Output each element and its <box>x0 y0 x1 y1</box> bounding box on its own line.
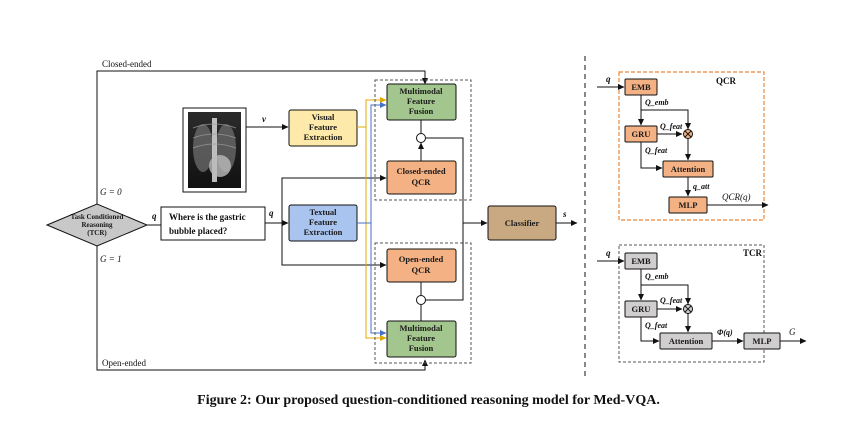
tcr-attention-label: Attention <box>669 336 704 346</box>
tcr-output-label: G <box>789 327 796 337</box>
qcr-gru-to-attention <box>640 142 663 171</box>
tcr-diamond-line2: Reasoning <box>81 221 113 229</box>
visual-to-mm-top-line <box>357 97 387 128</box>
qcr-input-label: q <box>606 74 611 84</box>
qcr-attention-label: Attention <box>671 164 706 174</box>
fusion-node-bottom <box>416 295 426 305</box>
question-text-line1: Where is the gastric <box>169 212 246 222</box>
classifier-label: Classifier <box>505 218 540 228</box>
tcr-input-label: q <box>606 248 611 258</box>
mm-fusion-top: Multimodal Feature Fusion <box>386 83 457 121</box>
qcr-q-feat-a-label: Q_feat <box>660 122 683 131</box>
qcr-q-att-label: q_att <box>693 182 710 191</box>
qcr-mlp-label: MLP <box>679 200 698 210</box>
mm-top-line3: Fusion <box>409 106 434 116</box>
textual-line2: Feature <box>309 217 337 227</box>
open-ended-path: Open-ended <box>96 246 428 371</box>
question-box: Where is the gastric bubble placed? <box>160 206 266 241</box>
closed-qcr-line1: Closed-ended <box>396 166 445 176</box>
visual-line3: Extraction <box>304 132 343 142</box>
open-qcr-line2: QCR <box>412 265 432 275</box>
s-label: s <box>562 209 567 219</box>
tcr-mult-icon <box>684 305 692 313</box>
open-ended-group <box>374 242 472 364</box>
qcr-detail-frame <box>618 71 765 221</box>
tcr-q-feat-a-label: Q_feat <box>660 296 683 305</box>
tcr-attention-box: Attention <box>659 332 713 350</box>
tcr-emb-box: EMB <box>624 252 658 270</box>
g0-label: G = 0 <box>100 187 122 197</box>
tcr-diamond-line3: (TCR) <box>87 229 107 237</box>
qcr-mult-icon <box>684 130 692 138</box>
qcr-emb-label: EMB <box>631 82 651 92</box>
tcr-gru-box: GRU <box>624 300 658 318</box>
q-label-left: q <box>152 211 157 221</box>
qcr-gru-box: GRU <box>624 125 658 143</box>
question-text-line2: bubble placed? <box>169 226 227 236</box>
node-bottom-to-classifier <box>425 223 464 301</box>
tcr-mlp-label: MLP <box>753 336 772 346</box>
v-label: v <box>262 114 267 124</box>
visual-line2: Feature <box>309 122 337 132</box>
qcr-emb-box: EMB <box>624 78 658 96</box>
node-top-to-classifier <box>425 137 464 223</box>
closed-ended-qcr: Closed-ended QCR <box>386 160 457 195</box>
qcr-mlp-box: MLP <box>668 196 708 214</box>
tcr-mlp-box: MLP <box>743 332 781 350</box>
tcr-q-feat-b-label: Q_feat <box>645 321 668 330</box>
xray-image <box>182 107 247 193</box>
tcr-q-emb-label: Q_emb <box>645 272 669 281</box>
visual-feature-extraction: Visual Feature Extraction <box>288 109 358 147</box>
open-ended-qcr: Open-ended QCR <box>386 248 457 283</box>
visual-line1: Visual <box>312 112 335 122</box>
classifier-box: Classifier <box>487 205 557 241</box>
tcr-detail-frame <box>618 244 765 363</box>
tcr-gru-to-attention <box>640 317 660 344</box>
tcr-diamond: Task Conditioned Reasoning (TCR) <box>45 203 149 247</box>
qcr-emb-skip-line <box>641 109 691 130</box>
qcr-q-emb-label: Q_emb <box>645 98 669 107</box>
tcr-title: TCR <box>743 248 763 258</box>
tcr-emb-label: EMB <box>631 256 651 266</box>
mm-bottom-line3: Fusion <box>409 343 434 353</box>
tcr-phi-label: Φ(q) <box>717 328 733 337</box>
mm-fusion-bottom: Multimodal Feature Fusion <box>386 320 457 358</box>
tcr-gru-label: GRU <box>632 304 651 314</box>
closed-ended-group <box>374 79 472 201</box>
closed-ended-path: Closed-ended <box>96 59 428 204</box>
tcr-emb-skip-line <box>641 284 691 305</box>
q-to-closed-qcr-arrow <box>281 175 387 223</box>
open-ended-label: Open-ended <box>102 358 146 368</box>
textual-feature-extraction: Textual Feature Extraction <box>288 204 358 242</box>
fusion-node-top <box>416 133 426 143</box>
qcr-gru-label: GRU <box>632 129 651 139</box>
textual-line1: Textual <box>309 207 337 217</box>
qcr-title: QCR <box>716 76 737 86</box>
open-qcr-line1: Open-ended <box>399 254 444 264</box>
mm-bottom-line2: Feature <box>407 333 435 343</box>
g1-label: G = 1 <box>100 254 122 264</box>
qcr-output-label: QCR(q) <box>722 192 751 202</box>
qcr-q-feat-b-label: Q_feat <box>645 146 668 155</box>
closed-qcr-line2: QCR <box>412 177 432 187</box>
textual-to-mm-top-line <box>357 102 387 224</box>
tcr-diamond-line1: Task Conditioned <box>71 213 124 221</box>
mm-top-line1: Multimodal <box>400 86 444 96</box>
mm-top-line2: Feature <box>407 96 435 106</box>
q-to-open-qcr-arrow <box>281 223 387 268</box>
qcr-attention-box: Attention <box>662 160 714 178</box>
q-label-mid: q <box>269 208 274 218</box>
mm-bottom-line1: Multimodal <box>400 323 444 333</box>
textual-line3: Extraction <box>304 227 343 237</box>
visual-to-mm-bottom-line <box>365 127 387 341</box>
figure-caption: Figure 2: Our proposed question-conditio… <box>197 393 660 408</box>
closed-ended-label: Closed-ended <box>102 59 152 69</box>
textual-to-mm-bottom-line <box>370 223 387 336</box>
